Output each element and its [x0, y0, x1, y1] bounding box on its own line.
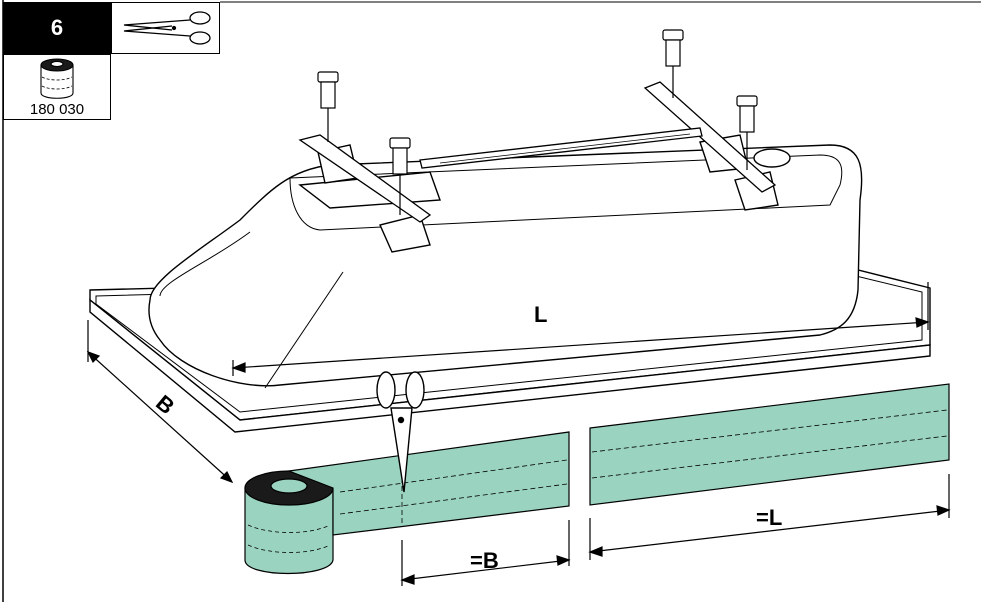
tub-body [148, 134, 863, 387]
dimension-line-b [86, 320, 234, 484]
dimension-label-cut-b: =B [470, 548, 499, 573]
tape-strip-b [286, 431, 570, 536]
dimension-label-l: L [534, 302, 548, 327]
tape-strip-l [589, 383, 950, 506]
scissors-icon [123, 11, 211, 45]
dimension-line-cut-l [588, 474, 951, 560]
dimension-line-cut-b [400, 520, 571, 586]
tape-roll-icon [40, 58, 74, 99]
adjustable-feet [317, 29, 758, 215]
dimension-label-cut-l: =L [756, 505, 783, 530]
part-number: 180 030 [29, 101, 85, 118]
part-box: 180 030 [3, 54, 111, 120]
scissors-cutting-icon [376, 371, 425, 493]
tool-box [111, 2, 220, 54]
mounting-rails [298, 81, 777, 223]
tape-roll [244, 470, 334, 575]
dimension-line-l [231, 282, 930, 376]
step-number: 6 [3, 2, 111, 54]
